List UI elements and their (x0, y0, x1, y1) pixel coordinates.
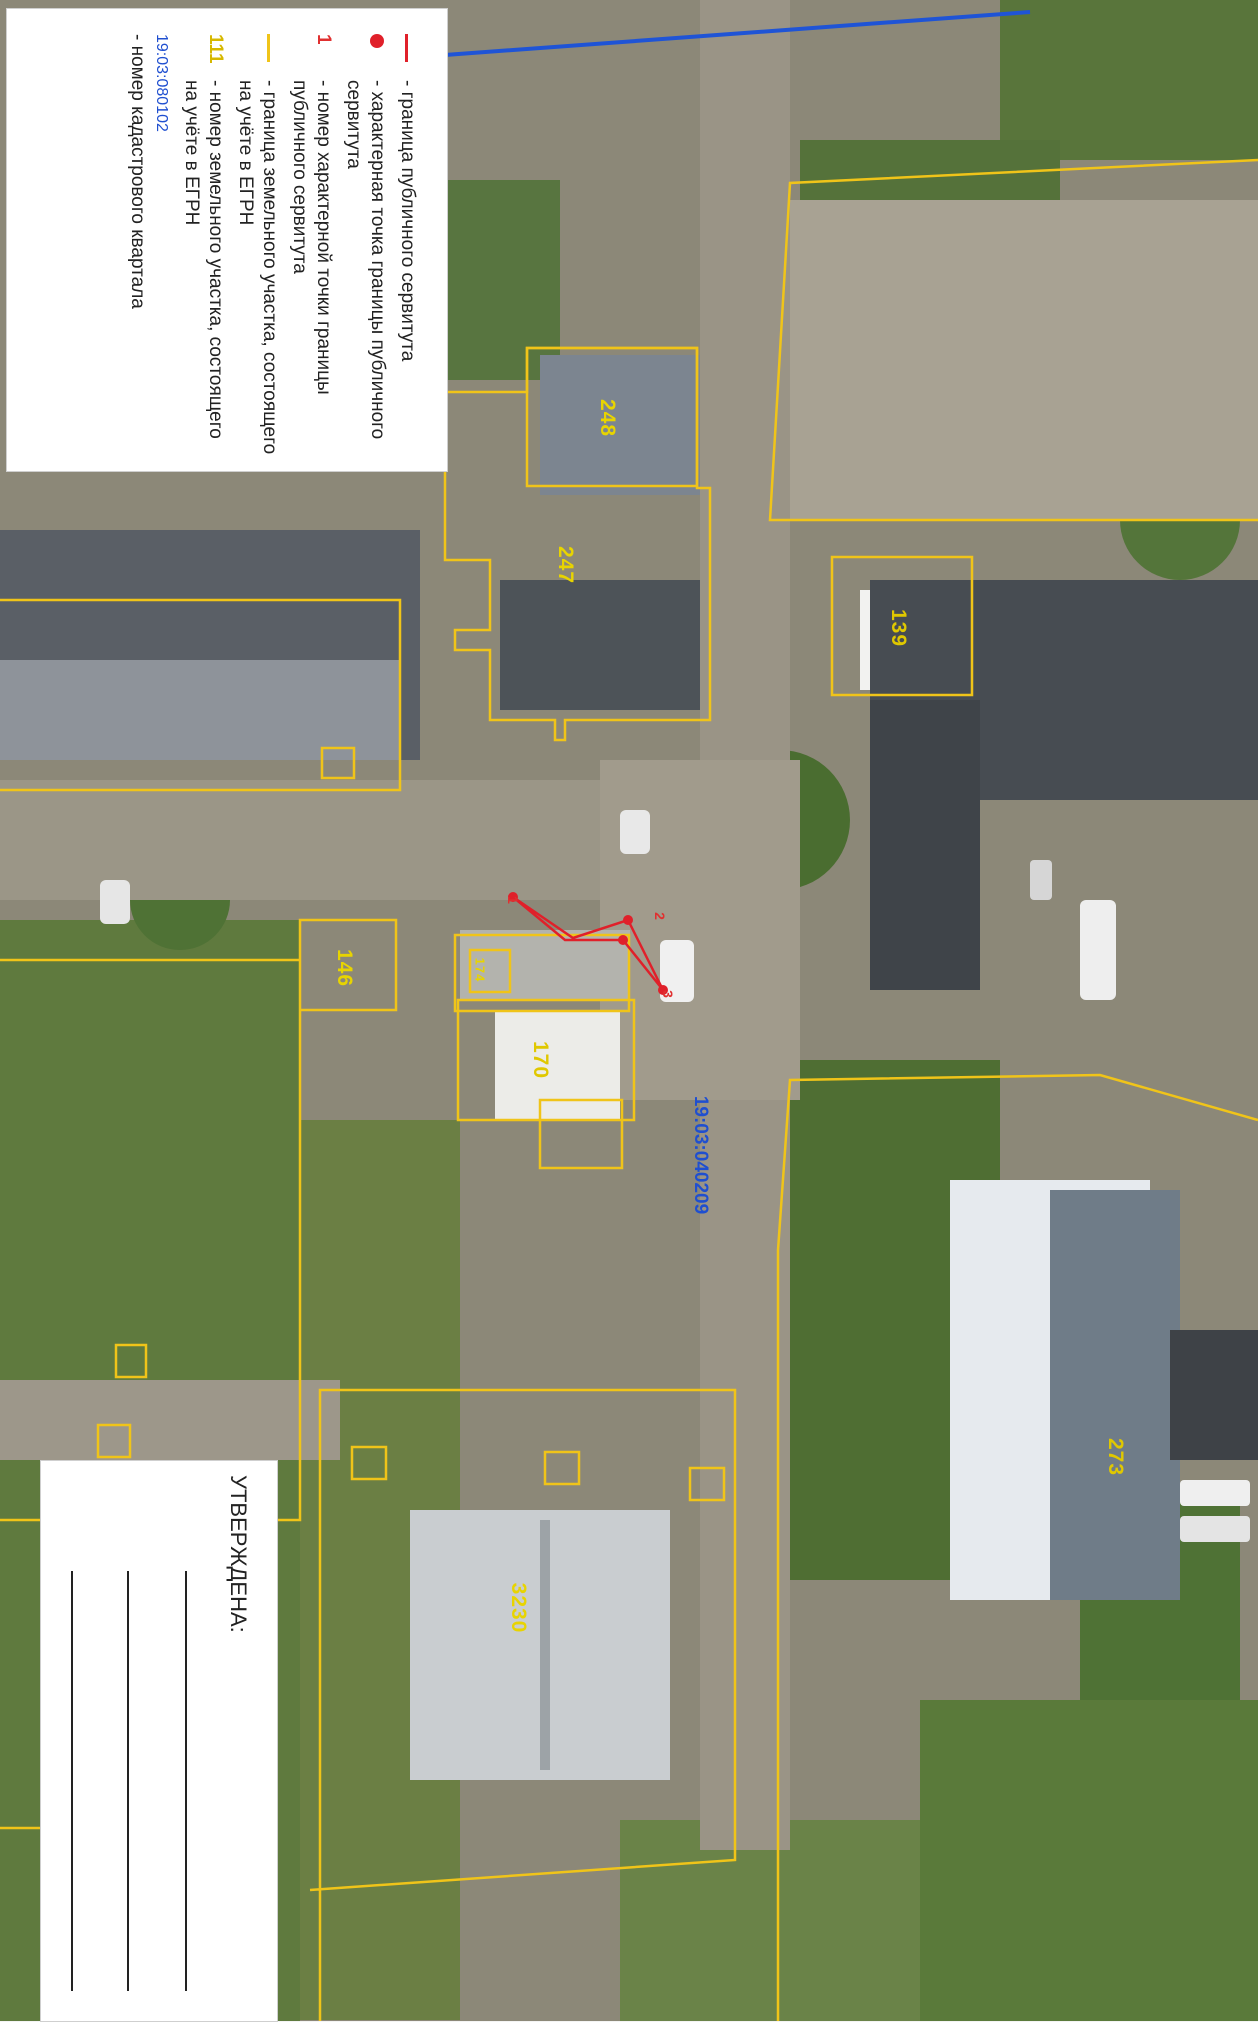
signature-line (71, 1571, 73, 1991)
point-label-1: 1 (505, 896, 521, 904)
parcel-label-174: 174 (472, 957, 488, 983)
legend-item-parcel-number: 111 - номер земельного участка, состояще… (181, 34, 226, 439)
point-label-3: 3 (660, 990, 676, 998)
legend-item-parcel-border: - граница земельного участка, состоящего… (233, 34, 281, 460)
legend-item-quarter-number: 19:03:080102 - номер кадастрового кварта… (127, 34, 170, 309)
point-label-2: 2 (652, 912, 668, 920)
servitude-boundary (508, 892, 668, 995)
red-dot-icon (370, 34, 384, 48)
parcel-label-139: 139 (887, 608, 910, 648)
parcel-label-170: 170 (529, 1040, 552, 1080)
approval-title: УТВЕРЖДЕНА: (226, 1475, 251, 1633)
parcel-label-248: 248 (596, 398, 619, 438)
legend-item-point-number: 1 - номер характерной точки границы публ… (289, 34, 334, 395)
quarter-label: 19:03:040209 (690, 1095, 711, 1215)
legend-item-servitude-point: - характерная точка границы публичного с… (341, 34, 389, 460)
yellow-line-icon (267, 34, 271, 62)
parcel-label-273: 273 (1104, 1437, 1127, 1477)
red-line-icon (405, 34, 409, 62)
parcel-label-247: 247 (554, 545, 577, 585)
legend-panel: - граница публичного сервитута - характе… (6, 8, 448, 472)
legend-item-servitude-line: - граница публичного сервитута (395, 34, 419, 460)
parcel-label-3230: 3230 (507, 1582, 530, 1634)
signature-line (127, 1571, 129, 1991)
signature-line (185, 1571, 187, 1991)
approval-panel: УТВЕРЖДЕНА: (40, 1460, 278, 2022)
parcel-label-146: 146 (333, 948, 356, 988)
